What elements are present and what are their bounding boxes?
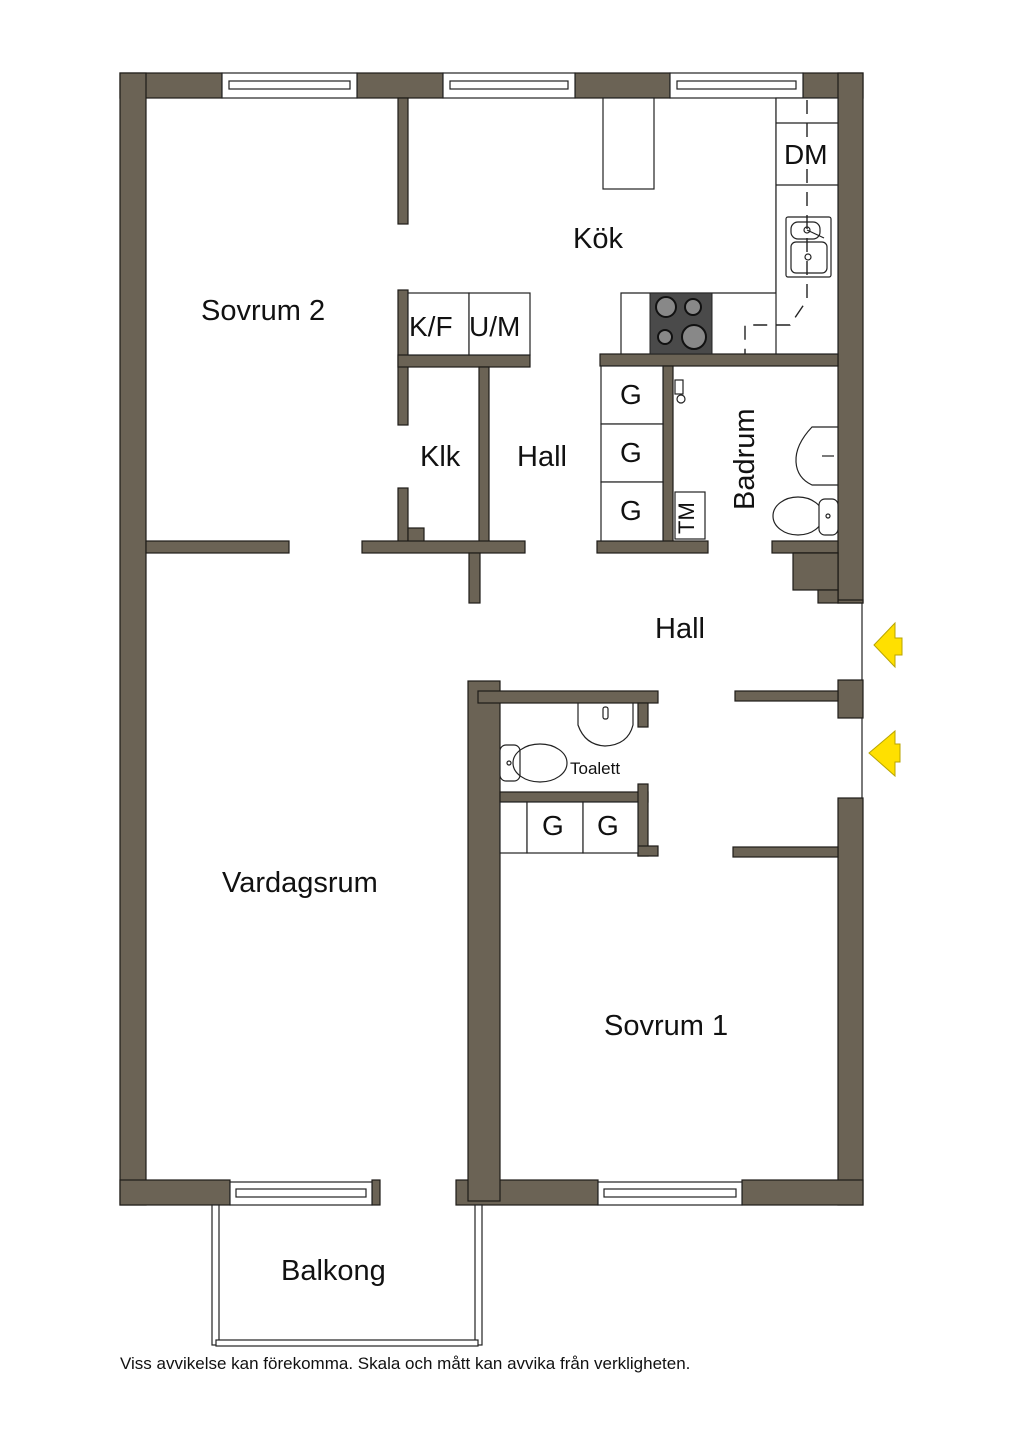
stove-icon [649,292,713,355]
window-top-1 [221,72,358,99]
room-label-kok: Kök [573,223,623,255]
fixture-label-fridge-freezer: K/F [409,311,453,342]
fixture-label-wardrobe: G [620,495,642,526]
valve-icon [674,379,686,404]
window-bottom-2 [597,1181,743,1206]
room-label-sovrum-2: Sovrum 2 [201,295,326,327]
room-label-hall-main: Hall [655,613,705,645]
toilet-icon [499,743,568,783]
room-label-klk: Klk [420,441,461,473]
entrance-arrow-icon [873,621,903,669]
room-label-vardagsrum: Vardagsrum [222,867,378,899]
toilet-icon [772,496,839,536]
window-bottom-1 [229,1181,373,1206]
balcony [211,1204,483,1347]
fixture-label-wardrobe: G [542,810,564,841]
entrance-arrows [868,621,903,778]
room-label-badrum: Badrum [729,408,761,510]
fixture-label-oven-microwave: U/M [469,311,521,342]
wardrobes [499,365,706,854]
sink-icon [785,216,832,278]
washbasin-icon [795,426,838,486]
windows [221,72,863,1206]
entrance-arrow-icon [868,729,901,778]
room-label-toalett: Toalett [570,759,621,778]
window-top-3 [669,72,804,99]
bathroom-fixtures [499,379,839,783]
fixture-label-washing-machine: TM [674,502,699,534]
room-label-sovrum-1: Sovrum 1 [604,1010,729,1042]
disclaimer-text: Viss avvikelse kan förekomma. Skala och … [120,1354,691,1373]
fixture-label-wardrobe: G [620,379,642,410]
room-label-hall-upper: Hall [517,441,567,473]
fixture-label-dishwasher: DM [784,139,828,170]
kitchen-fixtures [407,97,839,356]
washbasin-icon [577,703,634,747]
room-label-balkong: Balkong [281,1255,386,1287]
interior-walls [145,97,864,1202]
fixture-label-wardrobe: G [597,810,619,841]
fixture-label-wardrobe: G [620,437,642,468]
outer-walls [119,72,864,1206]
window-top-2 [442,72,576,99]
